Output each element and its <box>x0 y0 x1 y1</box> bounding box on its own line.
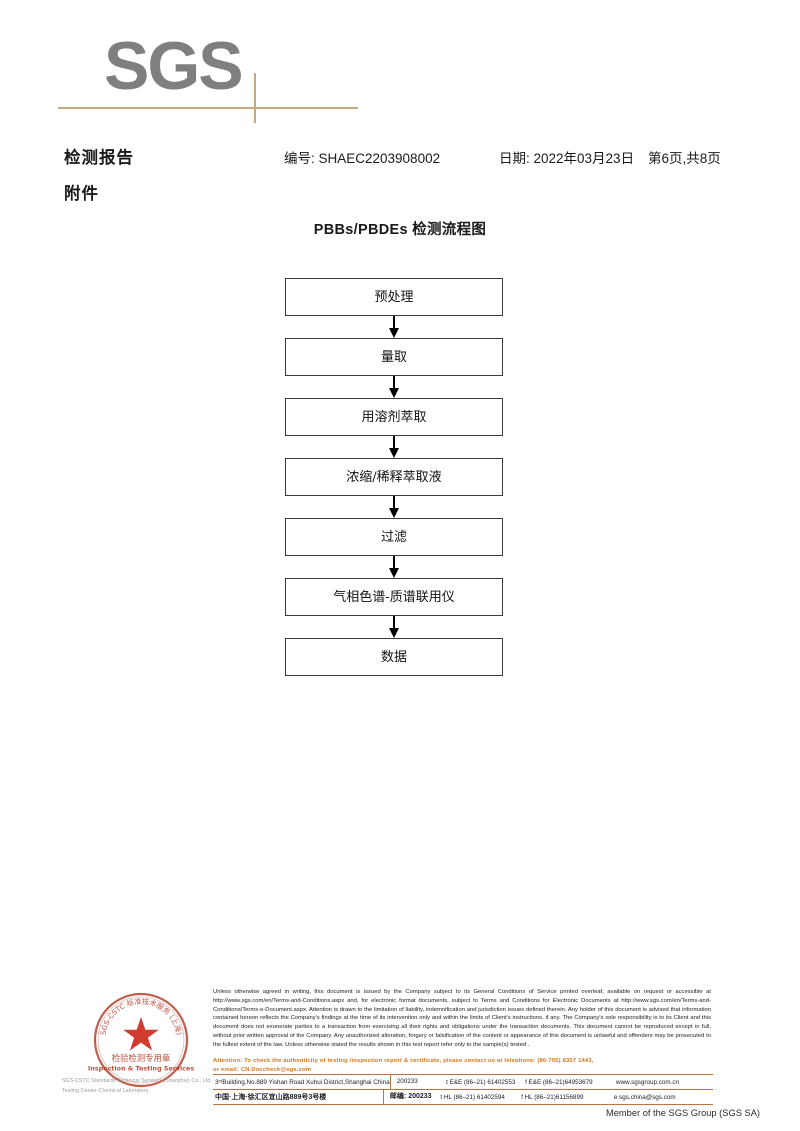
telephone-ee: t E&E (86–21) 61402553 <box>446 1078 516 1086</box>
flow-arrow-down-icon <box>285 316 503 338</box>
telephone-hl: t HL (86–21) 61402594 <box>440 1093 505 1101</box>
table-row: 3ʳᵈBuilding,No.889 Yishan Road Xuhui Dis… <box>213 1075 713 1089</box>
svg-text:Inspection & Testing Services: Inspection & Testing Services <box>88 1065 194 1073</box>
flow-node-label: 过滤 <box>380 530 407 545</box>
flow-arrow-down-icon <box>285 436 503 458</box>
page-indicator: 第6页,共8页 <box>648 151 721 166</box>
flow-arrow-down-icon <box>285 496 503 518</box>
report-date: 日期: 2022年03月23日 <box>499 151 635 166</box>
attention-notice: Attention: To check the authenticity of … <box>213 1057 711 1075</box>
flow-node-label: 浓缩/稀释萃取液 <box>346 470 442 485</box>
website-url: www.sgsgroup.com.cn <box>616 1078 680 1086</box>
sgs-logo: SGS <box>58 32 444 123</box>
address-cn: 中国·上海·徐汇区宜山路889号3号楼 <box>215 1094 327 1101</box>
email-address: e sgs.china@sgs.com <box>613 1093 676 1101</box>
flow-node: 过滤 <box>285 518 503 556</box>
flow-arrow-down-icon <box>285 556 503 578</box>
flow-node: 量取 <box>285 338 503 376</box>
legal-terms-text: Unless otherwise agreed in writing, this… <box>213 988 711 1049</box>
table-row: 中国·上海·徐汇区宜山路889号3号楼 邮编: 200233 t HL (86–… <box>213 1089 713 1104</box>
seal-caption-line2: Testing Center-Chemical Laboratory. <box>62 1087 150 1094</box>
sgs-group-member-note: Member of the SGS Group (SGS SA) <box>606 1108 760 1118</box>
flowchart: 预处理 量取 用溶剂萃取 浓缩/稀释萃取液 过滤 气相色谱- <box>285 278 503 676</box>
zipcode-en: 200233 <box>389 1075 446 1089</box>
logo-vertical-tick <box>254 73 256 123</box>
zipcode-cn: 邮编: 200233 <box>382 1090 440 1104</box>
fax-hl: f HL (86–21)61156899 <box>521 1093 584 1101</box>
flow-node-label: 用溶剂萃取 <box>361 410 427 425</box>
company-seal-stamp: SGS-CSTC 标准技术服务 (上海) 有限公司 检验检测专用章 Inspec… <box>88 987 194 1093</box>
seal-caption-line1: SGS-CSTC Standards Technical Services (S… <box>62 1078 212 1084</box>
contact-info-table: 3ʳᵈBuilding,No.889 Yishan Road Xuhui Dis… <box>213 1074 713 1105</box>
flow-node-label: 量取 <box>380 350 407 365</box>
flow-arrow-down-icon <box>285 376 503 398</box>
address-en: 3ʳᵈBuilding,No.889 Yishan Road Xuhui Dis… <box>215 1078 390 1086</box>
flow-node: 数据 <box>285 638 503 676</box>
attention-line-1: Attention: To check the authenticity of … <box>213 1058 594 1064</box>
flow-node: 预处理 <box>285 278 503 316</box>
flow-node: 用溶剂萃取 <box>285 398 503 436</box>
page-title: 检测报告 <box>64 149 134 167</box>
legal-paragraph: Unless otherwise agreed in writing, this… <box>213 989 711 1048</box>
logo-horizontal-rule <box>58 107 358 109</box>
attention-line-2: or email: CN.Doccheck@sgs.com <box>213 1067 312 1074</box>
section-subtitle: 附件 <box>64 185 99 203</box>
seal-caption: SGS-CSTC Standards Technical Services (S… <box>62 1077 222 1097</box>
flow-node: 气相色谱-质谱联用仪 <box>285 578 503 616</box>
flow-node: 浓缩/稀释萃取液 <box>285 458 503 496</box>
flowchart-title: PBBs/PBDEs 检测流程图 <box>313 222 487 238</box>
report-header: 检测报告 编号: SHAEC2203908002 日期: 2022年03月23日… <box>64 144 754 168</box>
svg-text:检验检测专用章: 检验检测专用章 <box>112 1053 171 1063</box>
sgs-logo-text: SGS <box>104 28 244 104</box>
flow-node-label: 数据 <box>380 650 407 665</box>
flow-node-label: 气相色谱-质谱联用仪 <box>333 590 455 605</box>
fax-ee: f E&E (86–21)64953679 <box>525 1078 593 1086</box>
report-number: 编号: SHAEC2203908002 <box>284 151 441 166</box>
flow-node-label: 预处理 <box>374 290 414 305</box>
flow-arrow-down-icon <box>285 616 503 638</box>
